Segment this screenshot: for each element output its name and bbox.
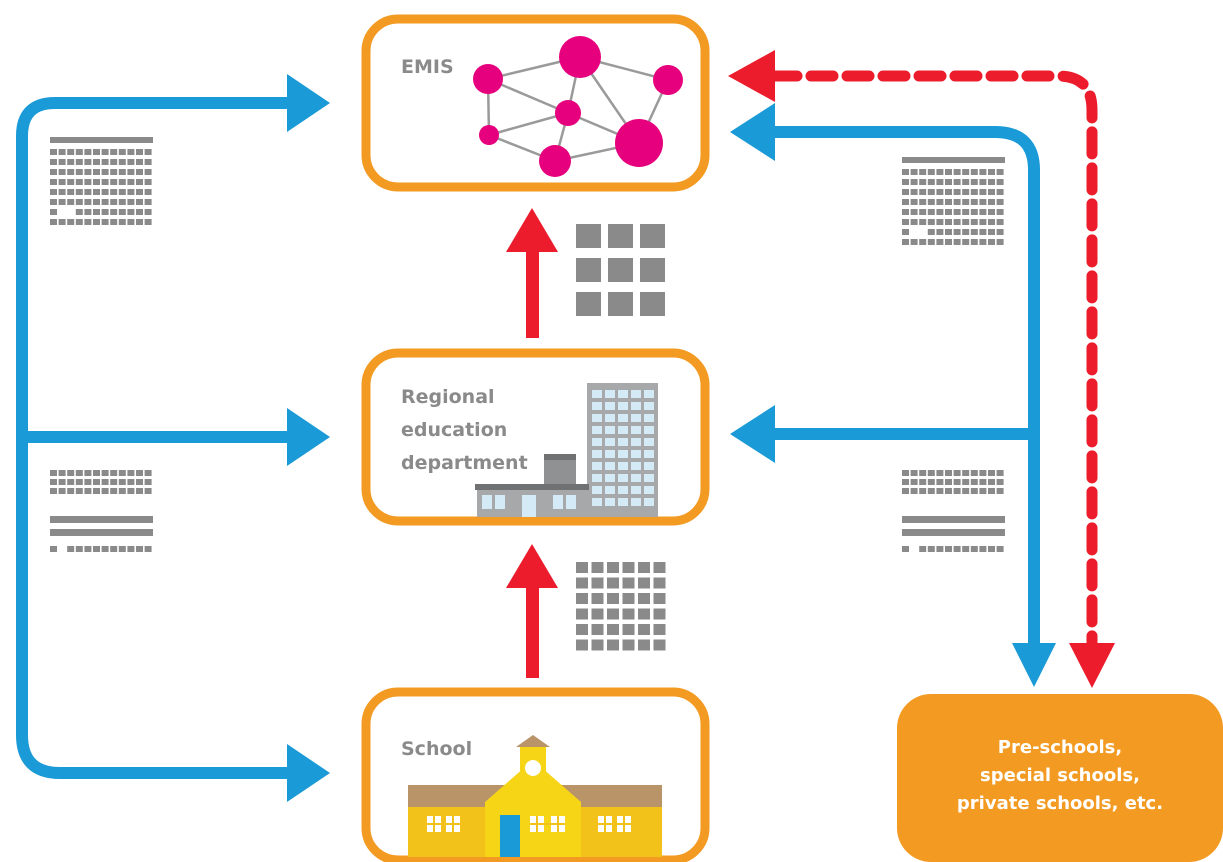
regional-label-line-1: Regional: [401, 386, 495, 408]
other-schools-label-line-2: special schools,: [980, 765, 1140, 786]
blue-arrowhead-emis-left: [287, 74, 330, 132]
school-building-icon: [408, 735, 662, 857]
regional-label-line-3: department: [401, 452, 528, 474]
blue-arrowhead-emis-right: [730, 103, 775, 161]
document-icon-right-top: [902, 157, 1005, 245]
right-blue-connector: [770, 126, 1040, 650]
red-dashed-connector: [769, 70, 1098, 651]
other-schools-label-line-3: private schools, etc.: [957, 793, 1163, 814]
aggregated-data-grid-3x3: [576, 224, 665, 316]
school-node: School: [361, 687, 710, 862]
school-label: School: [401, 738, 472, 760]
blue-arrowhead-regional-right: [730, 405, 775, 463]
red-up-arrow-regional-to-emis: [506, 208, 558, 338]
document-icon-left-top: [50, 137, 153, 225]
emis-node: EMIS: [361, 14, 710, 192]
red-arrowhead-emis: [728, 50, 775, 102]
blue-arrowhead-regional-left: [287, 408, 330, 466]
red-up-arrow-school-to-regional: [506, 544, 558, 678]
raw-data-grid-6x6: [576, 562, 666, 651]
red-arrowhead-other-schools: [1069, 643, 1115, 688]
blue-arrowhead-school-left: [287, 744, 330, 802]
left-blue-connector: [16, 97, 295, 779]
document-icon-left-middle: [50, 470, 153, 552]
document-icon-right-middle: [902, 470, 1005, 552]
blue-arrowhead-other-schools: [1012, 643, 1056, 687]
network-icon: [473, 36, 683, 177]
left-blue-flow: [16, 74, 330, 802]
other-schools-node: Pre-schools, special schools, private sc…: [897, 694, 1223, 862]
red-dashed-flow: [728, 50, 1115, 688]
regional-education-department-node: Regional education department: [361, 348, 710, 526]
regional-label-line-2: education: [401, 419, 507, 441]
emis-label: EMIS: [401, 56, 454, 78]
other-schools-label-line-1: Pre-schools,: [998, 737, 1122, 758]
right-blue-flow: [730, 103, 1056, 687]
office-building-icon: [475, 383, 658, 517]
